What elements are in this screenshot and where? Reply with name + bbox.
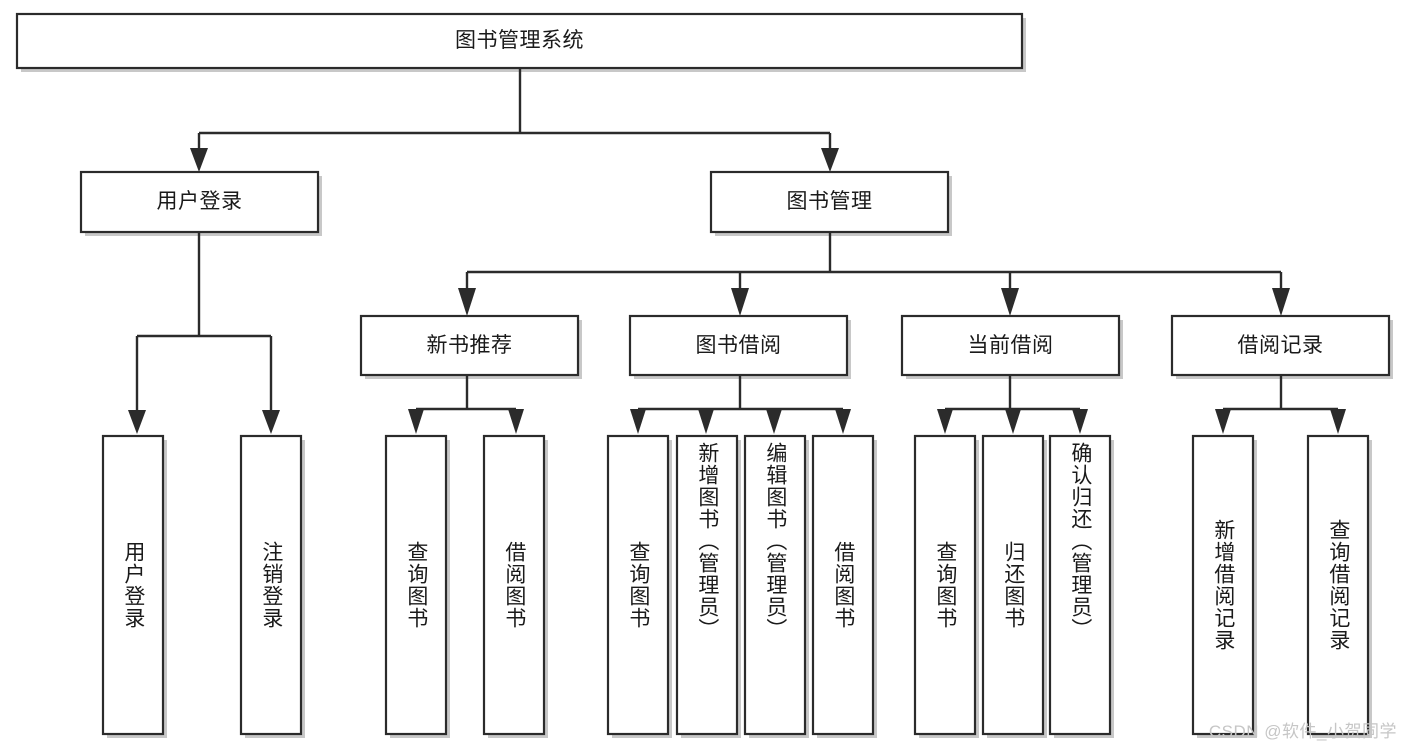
leaf-box-new-book-0[interactable] <box>384 434 448 736</box>
node-box-borrow-record[interactable] <box>1170 314 1391 377</box>
leaf-box-borrow-record-0[interactable] <box>1191 434 1255 736</box>
node-box-book-management[interactable] <box>709 170 950 234</box>
node-boxes <box>15 12 1391 736</box>
leaf-box-user-login-0[interactable] <box>101 434 165 736</box>
csdn-watermark: CSDN @软件_小贺同学 <box>1208 722 1397 741</box>
node-box-current-borrow[interactable] <box>900 314 1121 377</box>
connector-arrowheads <box>128 148 1346 434</box>
leaf-box-book-borrow-2[interactable] <box>743 434 807 736</box>
leaf-box-current-borrow-2[interactable] <box>1048 434 1112 736</box>
leaf-box-borrow-record-1[interactable] <box>1306 434 1370 736</box>
leaf-box-current-borrow-1[interactable] <box>981 434 1045 736</box>
leaf-box-new-book-1[interactable] <box>482 434 546 736</box>
node-box-root[interactable] <box>15 12 1024 70</box>
node-box-new-book-recommend[interactable] <box>359 314 580 377</box>
leaf-box-book-borrow-1[interactable] <box>675 434 739 736</box>
node-box-book-borrow[interactable] <box>628 314 849 377</box>
leaf-box-book-borrow-0[interactable] <box>606 434 670 736</box>
leaf-box-user-login-1[interactable] <box>239 434 303 736</box>
node-box-user-login[interactable] <box>79 170 320 234</box>
leaf-box-book-borrow-3[interactable] <box>811 434 875 736</box>
leaf-box-current-borrow-0[interactable] <box>913 434 977 736</box>
